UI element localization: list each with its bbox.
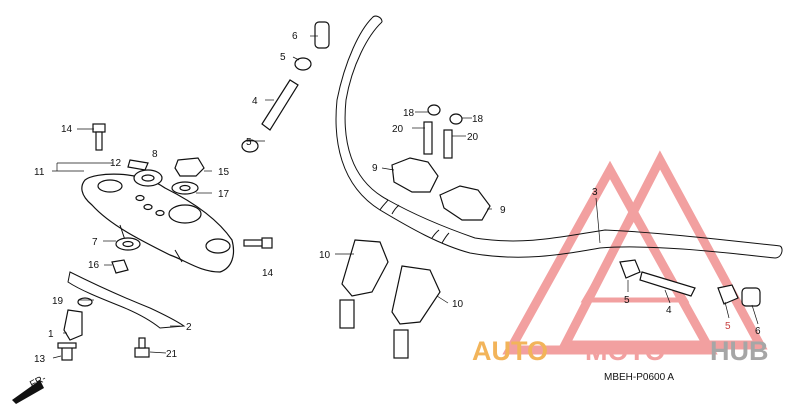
watermark-part3: HUB	[710, 336, 769, 366]
callout-3: 3	[592, 187, 598, 198]
watermark-part1: AUTO	[472, 336, 548, 366]
callout-1: 1	[48, 329, 54, 340]
callout-labels: 11 12 8 15 17 14 7 16 14 19 1 2 13 21 6 …	[34, 31, 761, 365]
diagram-code: MBEH-P0600 A	[604, 372, 674, 383]
callout-8: 8	[152, 149, 158, 160]
callout-5-left: 5	[246, 137, 252, 148]
small-parts	[12, 21, 761, 404]
watermark-wordmark: AUTO MOTO HUB	[472, 336, 769, 366]
callout-5-upper: 5	[280, 52, 286, 63]
callout-4-right: 4	[666, 305, 672, 316]
callout-9-upper: 9	[372, 163, 378, 174]
callout-18-right: 18	[472, 114, 484, 125]
watermark-logo-triangles	[502, 150, 768, 355]
callout-20-right: 20	[467, 132, 479, 143]
callout-18-left: 18	[403, 108, 415, 119]
callout-14-right: 14	[262, 268, 274, 279]
callout-19: 19	[52, 296, 64, 307]
callout-17: 17	[218, 189, 230, 200]
callout-6-top: 6	[292, 31, 298, 42]
callout-16: 16	[88, 260, 100, 271]
callout-9-lower: 9	[500, 205, 506, 216]
callout-21: 21	[166, 349, 178, 360]
callout-20-left: 20	[392, 124, 404, 135]
top-bridge	[81, 173, 235, 273]
callout-5-right: 5	[624, 295, 630, 306]
callout-10-left: 10	[319, 250, 331, 261]
callout-11: 11	[34, 167, 45, 178]
callout-4-left: 4	[252, 96, 258, 107]
callout-2: 2	[186, 322, 192, 333]
front-arrow-label: FR-	[28, 373, 48, 391]
callout-10-right: 10	[452, 299, 464, 310]
callout-13: 13	[34, 354, 46, 365]
callout-14-left: 14	[61, 124, 73, 135]
callout-5-right-end: 5	[725, 321, 731, 332]
callout-6-right: 6	[755, 326, 761, 337]
watermark-part2: MOTO	[585, 336, 666, 366]
callout-7: 7	[92, 237, 98, 248]
leader-lines	[52, 35, 759, 359]
callout-15: 15	[218, 167, 230, 178]
callout-12: 12	[110, 158, 122, 169]
handlebar	[335, 15, 783, 259]
